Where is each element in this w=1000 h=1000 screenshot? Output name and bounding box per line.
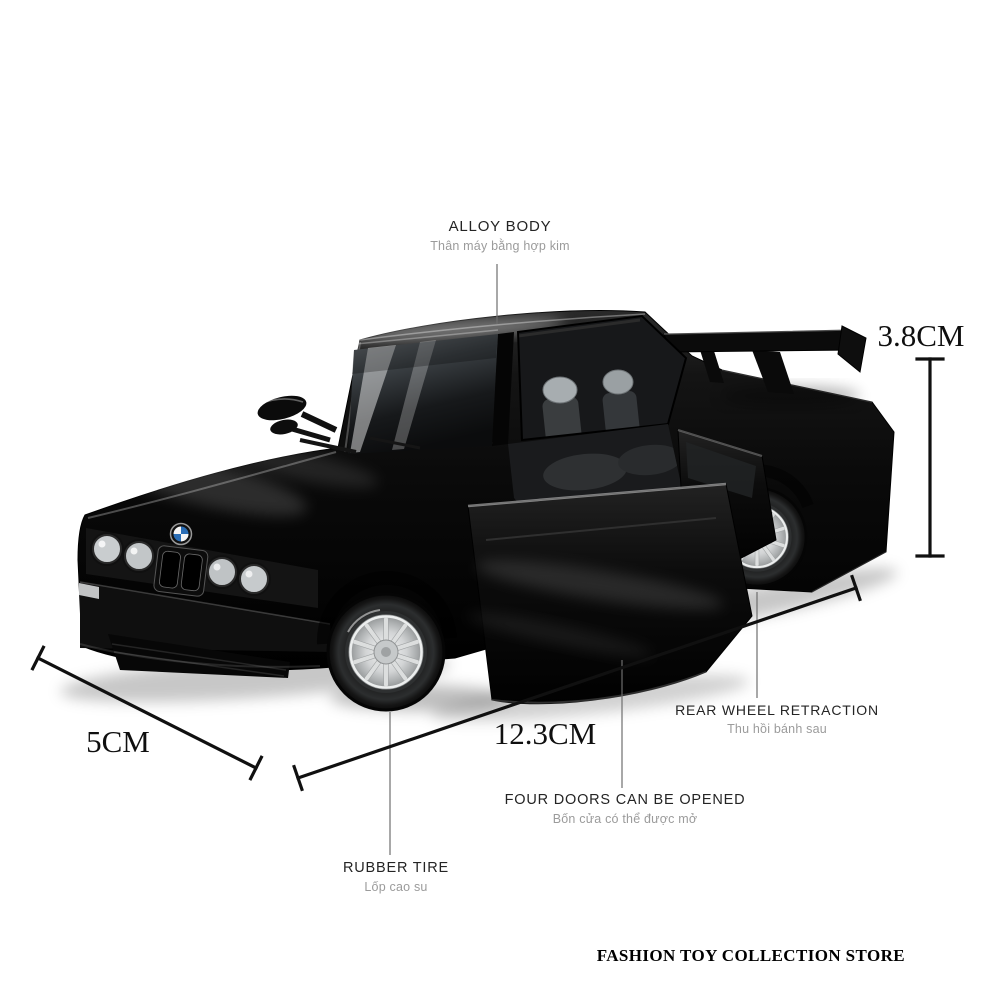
- length-measure-line: [295, 585, 859, 781]
- front-wheel: [326, 592, 446, 712]
- four-doors-title: FOUR DOORS CAN BE OPENED: [504, 792, 746, 808]
- width-measurement: 5CM: [86, 724, 150, 759]
- callout-lines: [389, 264, 758, 855]
- four-doors-subtitle: Bốn cửa có thể được mở: [552, 812, 698, 826]
- store-name: FASHION TOY COLLECTION STORE: [596, 946, 905, 965]
- kidney-grille-icon: [153, 545, 209, 597]
- rubber-tire-label: RUBBER TIRE Lốp cao su: [296, 860, 496, 894]
- windshield: [299, 329, 499, 454]
- front-fascia: [79, 522, 332, 678]
- alloy-body-subtitle: Thân máy bằng hợp kim: [430, 239, 570, 253]
- alloy-body-title: ALLOY BODY: [448, 218, 552, 235]
- four-doors-label: FOUR DOORS CAN BE OPENED Bốn cửa có thể …: [465, 792, 785, 826]
- headlights-icon: [90, 532, 271, 596]
- rear-wheel-retraction-subtitle: Thu hồi bánh sau: [727, 722, 827, 736]
- rear-wheel-retraction-label: REAR WHEEL RETRACTION Thu hồi bánh sau: [627, 702, 927, 736]
- width-measure-line: [35, 655, 259, 771]
- side-mirror-icon: [257, 395, 338, 443]
- height-measurement: 3.8CM: [877, 318, 965, 353]
- front-wheel-arch: [316, 571, 457, 645]
- rear-wheel-retraction-title: REAR WHEEL RETRACTION: [675, 702, 879, 718]
- measurement-lines: [30, 357, 945, 792]
- turn-signal: [79, 583, 99, 599]
- rear-spoiler: [663, 325, 867, 406]
- rubber-tire-subtitle: Lốp cao su: [364, 880, 428, 894]
- rubber-tire-title: RUBBER TIRE: [342, 860, 450, 876]
- b-pillar: [492, 332, 514, 446]
- air-dam: [108, 634, 290, 678]
- alloy-body-label: ALLOY BODY Thân máy bằng hợp kim: [350, 218, 650, 253]
- bmw-logo: [169, 522, 193, 546]
- wiper-icon: [299, 438, 357, 454]
- side-window-interior: [516, 314, 688, 442]
- length-measurement: 12.3CM: [493, 716, 597, 751]
